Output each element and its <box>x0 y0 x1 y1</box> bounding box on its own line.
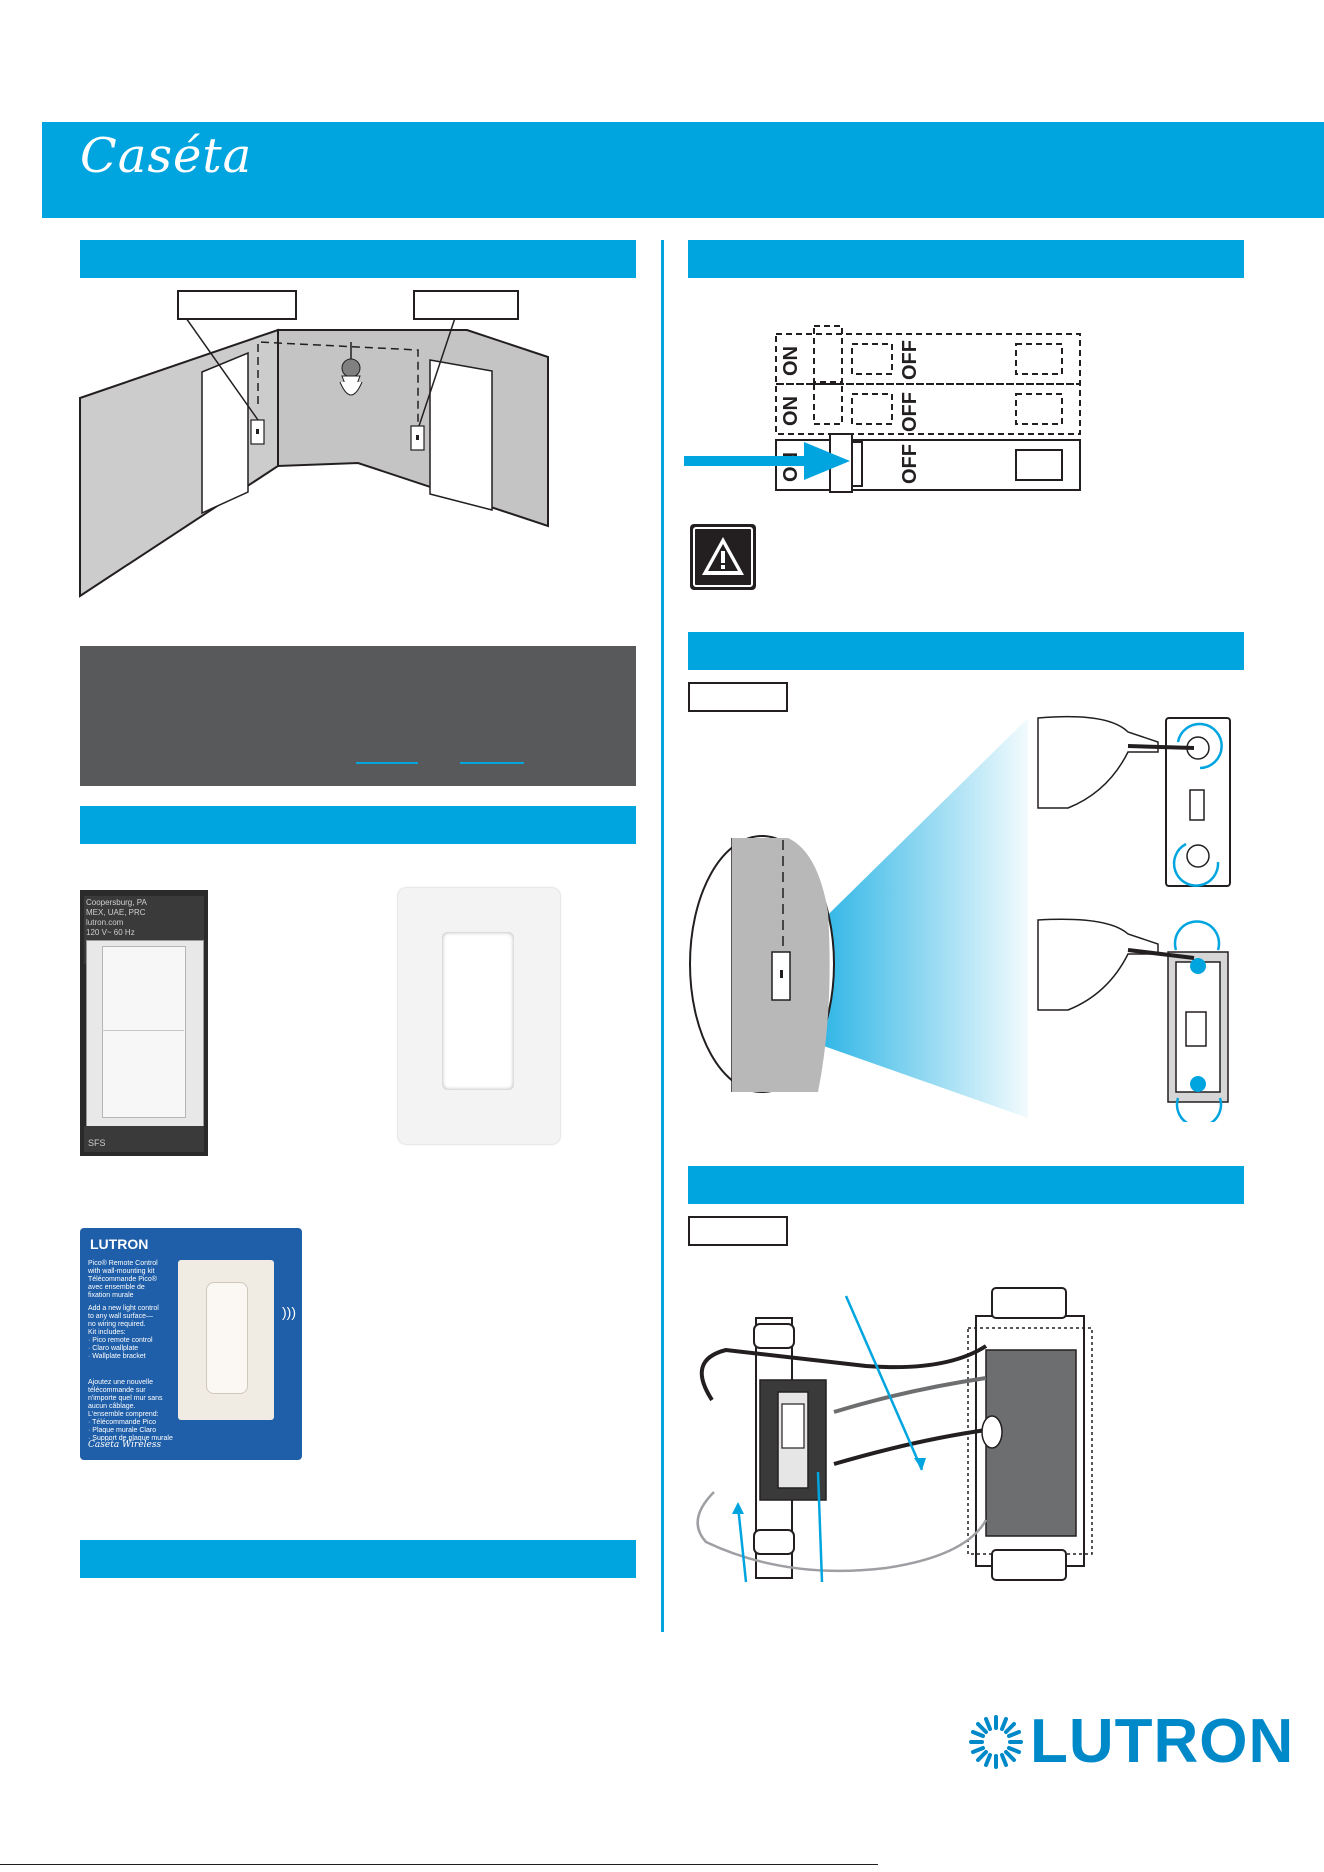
breaker-on-label-1: ON <box>780 346 802 376</box>
pico-pkg-feature-3: no wiring required. <box>88 1321 146 1328</box>
wiring-illustration <box>696 1287 1093 1583</box>
breaker-off-label-2: OFF <box>899 392 921 432</box>
dimmer-pkg-line-4: 120 V~ 60 Hz <box>86 928 135 937</box>
breaker-diagram: ON OFF ON OFF ON OFF <box>684 325 1081 493</box>
lutron-sunburst-icon <box>969 1714 1023 1769</box>
pico-pkg-title-fr-1: Télécommande Pico® <box>88 1276 157 1283</box>
pico-pkg-title-fr-2: avec ensemble de <box>88 1284 145 1291</box>
header-banner <box>42 122 1324 218</box>
label-box-left <box>177 290 297 320</box>
section-bar-3 <box>80 1540 636 1578</box>
pico-pkg-title-1: Pico® Remote Control <box>88 1260 158 1267</box>
pico-pkg-fr-3: n'importe quel mur sans <box>88 1395 163 1402</box>
pico-package-photo: LUTRON Pico® Remote Control with wall-mo… <box>80 1228 302 1460</box>
wallplate-photo <box>398 888 560 1144</box>
pico-pkg-fr-inc-3: · Plaque murale Claro <box>88 1427 157 1434</box>
pico-pkg-footer: Caséta Wireless <box>88 1440 162 1450</box>
caseta-logo: Caséta <box>80 128 253 184</box>
section-bar-6 <box>688 1166 1244 1204</box>
pico-pkg-fr-inc-4: · Support de plaque murale <box>88 1435 173 1442</box>
lutron-wordmark: LUTRON <box>1030 1707 1295 1776</box>
pico-pkg-fr-2: télécommande sur <box>88 1387 146 1394</box>
label-box-step-b <box>688 1216 788 1246</box>
wireless-signal-icon: ))) <box>282 1304 296 1320</box>
breaker-off-label-3: OFF <box>899 444 921 484</box>
label-box-right <box>413 290 519 320</box>
pico-wallplate <box>178 1260 274 1420</box>
pico-pkg-title-2: with wall-mounting kit <box>88 1268 155 1275</box>
pico-remote <box>206 1282 248 1394</box>
dimmer-pkg-line-3: lutron.com <box>86 918 124 927</box>
lutron-logo: LUTRON <box>968 1706 1294 1777</box>
info-panel <box>80 646 636 786</box>
info-link-1[interactable] <box>356 762 418 764</box>
section-bar-1 <box>80 240 636 278</box>
breaker-off-label-1: OFF <box>899 340 921 380</box>
dimmer-package-photo: Coopersburg, PA MEX, UAE, PRC lutron.com… <box>80 890 208 1156</box>
section-bar-2 <box>80 806 636 844</box>
wallplate-removal-illustration <box>689 715 1231 1122</box>
room-illustration <box>79 320 549 598</box>
pico-pkg-title-fr-3: fixation murale <box>88 1292 134 1299</box>
pico-pkg-includes-1: Kit includes: <box>88 1329 126 1336</box>
dimmer-pkg-bottom: SFS <box>88 1138 106 1148</box>
counterclockwise-arrow-icon <box>1176 722 1223 770</box>
section-bar-5 <box>688 632 1244 670</box>
pico-pkg-includes-4: · Wallplate bracket <box>88 1353 146 1360</box>
pico-pkg-includes-3: · Claro wallplate <box>88 1345 139 1352</box>
breaker-on-label-2: ON <box>780 396 802 426</box>
info-link-2[interactable] <box>460 762 524 764</box>
warning-icon <box>690 524 756 590</box>
dimmer-pkg-line-1: Coopersburg, PA <box>86 898 147 907</box>
label-box-step-a <box>688 682 788 712</box>
pico-pkg-includes-2: · Pico remote control <box>88 1337 153 1344</box>
pico-pkg-feature-2: to any wall surface— <box>88 1313 153 1320</box>
column-divider <box>661 240 664 1632</box>
pico-pkg-fr-1: Ajoutez une nouvelle <box>88 1379 153 1386</box>
pico-pkg-fr-inc-1: L'ensemble comprend: <box>88 1411 159 1418</box>
pico-pkg-brand: LUTRON <box>90 1236 149 1252</box>
dimmer-paddle <box>102 946 186 1118</box>
footer-rule <box>0 1864 878 1865</box>
pico-pkg-fr-4: aucun câblage. <box>88 1403 136 1410</box>
dimmer-pkg-line-2: MEX, UAE, PRC <box>86 908 146 917</box>
wallplate-opening <box>442 932 514 1090</box>
section-bar-4 <box>688 240 1244 278</box>
pico-pkg-feature-1: Add a new light control <box>88 1305 159 1312</box>
pico-pkg-fr-inc-2: · Télécommande Pico <box>88 1419 156 1426</box>
